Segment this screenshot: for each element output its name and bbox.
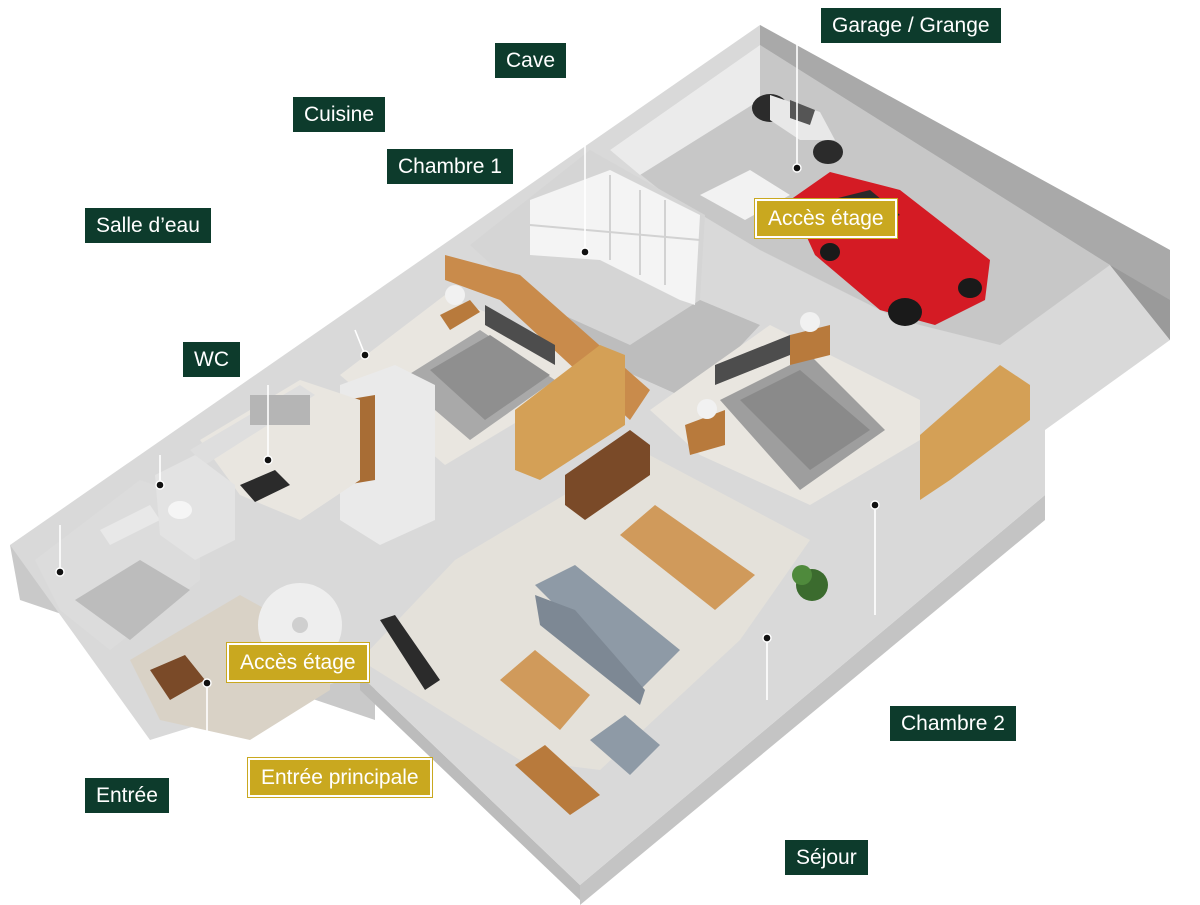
label-sejour: Séjour xyxy=(785,840,868,875)
label-acces-etage-garage: Accès étage xyxy=(755,199,897,238)
label-wc: WC xyxy=(183,342,240,377)
room-wc xyxy=(155,455,235,560)
marker-entree xyxy=(202,678,212,688)
leader-lines xyxy=(55,35,880,782)
label-cave: Cave xyxy=(495,43,567,78)
label-chambre2: Chambre 2 xyxy=(890,706,1016,741)
label-chambre1: Chambre 1 xyxy=(387,149,513,184)
room-cuisine xyxy=(190,380,360,520)
marker-garage xyxy=(792,163,802,173)
marker-chambre2 xyxy=(870,500,880,510)
marker-cave xyxy=(580,247,590,257)
room-sejour xyxy=(360,430,828,815)
room-salle-eau xyxy=(35,480,200,650)
room-garage xyxy=(610,25,1170,345)
label-cuisine: Cuisine xyxy=(293,97,386,132)
label-salle-eau: Salle d’eau xyxy=(85,208,211,243)
marker-cuisine xyxy=(263,455,273,465)
label-acces-etage-entree: Accès étage xyxy=(227,643,369,682)
label-entree: Entrée xyxy=(85,778,169,813)
label-garage: Garage / Grange xyxy=(821,8,1001,43)
marker-wc xyxy=(155,480,165,490)
plant-icon xyxy=(792,565,828,601)
room-chambre2 xyxy=(515,312,1030,505)
label-entree-principale: Entrée principale xyxy=(248,758,432,797)
marker-salle-eau xyxy=(55,567,65,577)
marker-sejour xyxy=(762,633,772,643)
marker-chambre1 xyxy=(360,350,370,360)
